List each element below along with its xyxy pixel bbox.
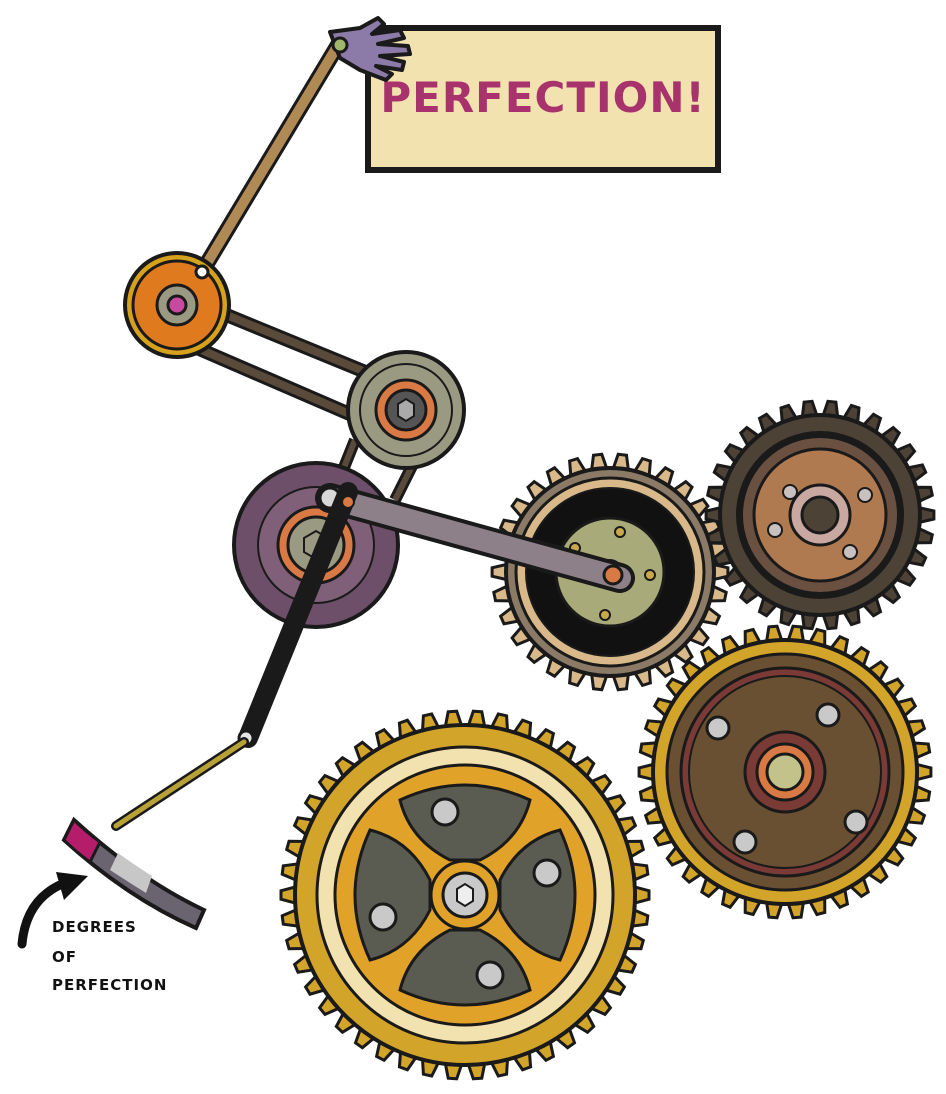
screw-icon	[600, 610, 610, 620]
screw-icon	[734, 831, 756, 853]
screw-icon	[707, 717, 729, 739]
gauge-icon	[64, 820, 204, 928]
screw-icon	[370, 904, 396, 930]
orange-pulley	[125, 253, 229, 357]
caption-line-2: OF	[52, 948, 77, 966]
gold-fan-gear	[295, 725, 635, 1065]
screw-icon	[843, 545, 857, 559]
sage-pulley	[348, 352, 464, 468]
screw-icon	[783, 485, 797, 499]
degrees-of-perfection-caption: DEGREES OF PERFECTION	[52, 918, 167, 994]
sign-text: PERFECTION!	[380, 73, 705, 122]
screw-icon	[768, 523, 782, 537]
screw-icon	[615, 527, 625, 537]
screw-icon	[858, 488, 872, 502]
screw-icon	[477, 962, 503, 988]
screw-icon	[534, 860, 560, 886]
screw-icon	[645, 570, 655, 580]
caption-line-1: DEGREES	[52, 918, 137, 936]
gauge-needle	[116, 742, 244, 826]
dark-gear	[720, 415, 920, 615]
screw-icon	[432, 799, 458, 825]
upper-arm	[200, 45, 338, 275]
screw-icon	[845, 811, 867, 833]
perfection-sign: PERFECTION!	[368, 28, 718, 170]
brown-gear	[653, 640, 917, 904]
caption-line-3: PERFECTION	[52, 976, 167, 994]
screw-icon	[817, 704, 839, 726]
